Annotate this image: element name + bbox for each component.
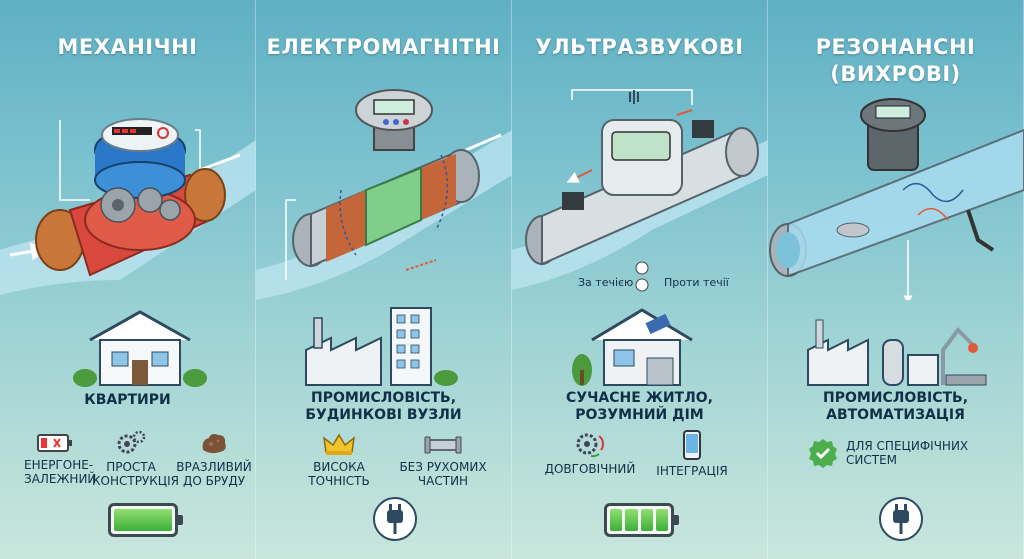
column-vortex: РЕЗОНАНСНІ (ВИХРОВІ) ПРОМИСЛОВІСТЬ, АВТО…	[768, 0, 1024, 559]
column-title: МЕХАНІЧНІ	[57, 35, 198, 59]
battery-full-icon	[604, 503, 679, 537]
electromagnetic-meter-illustration	[256, 89, 512, 300]
gear-refresh-icon	[576, 433, 604, 458]
column-ultrasonic: УЛЬТРАЗВУКОВІ За течією Проти течії СУЧА…	[512, 0, 768, 559]
column-title: ЕЛЕКТРОМАГНІТНІ	[266, 35, 501, 59]
check-badge-icon	[809, 439, 837, 468]
feature-label: ЕНЕРГОНЕ- ЗАЛЕЖНИЙ	[24, 458, 97, 486]
feature-label: БЕЗ РУХОМИХ ЧАСТИН	[399, 460, 487, 488]
downstream-label: За течією	[578, 276, 634, 289]
upstream-label: Проти течії	[664, 276, 729, 289]
smartphone-icon	[683, 430, 701, 460]
vortex-meter-illustration	[769, 98, 1024, 300]
pipe-icon	[424, 436, 462, 454]
use-case-caption: ПРОМИСЛОВІСТЬ, БУДИНКОВІ ВУЗЛИ	[305, 390, 462, 423]
plug-icon	[879, 497, 923, 541]
mechanical-meter-illustration	[0, 118, 256, 295]
column-mechanical: МЕХАНІЧНІ	[0, 0, 256, 559]
use-case-caption: СУЧАСНЕ ЖИТЛО, РОЗУМНИЙ ДІМ	[566, 390, 713, 423]
column-electromagnetic: ЕЛЕКТРОМАГНІТНІ ПРОМИСЛОВІСТЬ, БУДИ	[256, 0, 512, 559]
feature-specific-systems: ДЛЯ СПЕЦИФІЧНИХ СИСТЕМ	[808, 438, 1008, 468]
column-title: УЛЬТРАЗВУКОВІ	[535, 35, 744, 59]
factory-building-icon	[305, 307, 458, 386]
feature-label: ВРАЗЛИВИЙ ДО БРУДУ	[176, 460, 252, 488]
feature-label: ІНТЕГРАЦІЯ	[656, 464, 728, 478]
battery-full-icon	[108, 503, 183, 537]
feature-integration: ІНТЕГРАЦІЯ	[652, 430, 732, 478]
feature-durable: ДОВГОВІЧНИЙ	[540, 430, 640, 476]
ultrasonic-meter-illustration	[512, 89, 768, 292]
feature-energy-independent: ЕНЕРГОНЕ- ЗАЛЕЖНИЙ	[24, 432, 97, 486]
feature-label: ВИСОКА ТОЧНІСТЬ	[308, 460, 370, 488]
feature-simple-construction: ПРОСТА КОНСТРУКЦІЯ	[92, 430, 179, 488]
feature-label: ДОВГОВІЧНИЙ	[544, 462, 636, 476]
use-case-caption: КВАРТИРИ	[84, 392, 171, 408]
battery-low-icon	[37, 434, 72, 452]
feature-no-moving-parts: БЕЗ РУХОМИХ ЧАСТИН	[388, 432, 498, 488]
gears-icon	[117, 430, 146, 454]
industrial-plant-icon	[807, 319, 987, 386]
plug-icon	[373, 497, 417, 541]
feature-label: ДЛЯ СПЕЦИФІЧНИХ СИСТЕМ	[846, 439, 969, 467]
house-icon	[73, 310, 207, 387]
feature-label: ПРОСТА КОНСТРУКЦІЯ	[92, 460, 179, 488]
use-case-caption: ПРОМИСЛОВІСТЬ, АВТОМАТИЗАЦІЯ	[822, 390, 969, 423]
feature-dirt-vulnerable: ВРАЗЛИВИЙ ДО БРУДУ	[176, 430, 252, 488]
feature-high-accuracy: ВИСОКА ТОЧНІСТЬ	[294, 432, 384, 488]
column-title: РЕЗОНАНСНІ (ВИХРОВІ)	[815, 35, 976, 86]
dirt-icon	[202, 434, 226, 454]
smart-house-icon	[572, 308, 693, 386]
crown-icon	[322, 433, 356, 455]
